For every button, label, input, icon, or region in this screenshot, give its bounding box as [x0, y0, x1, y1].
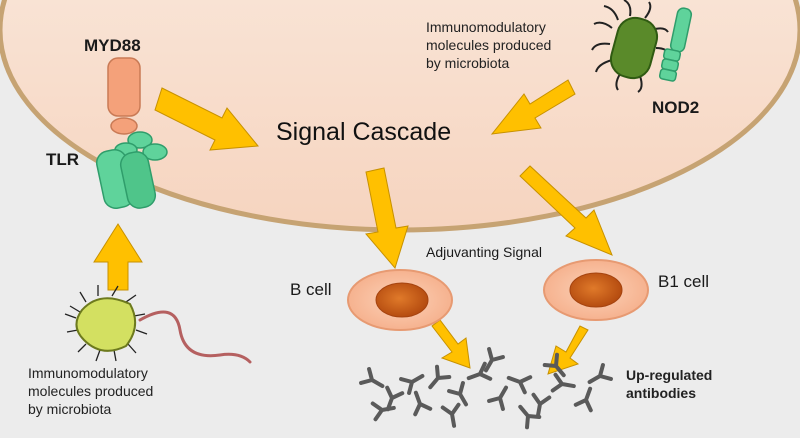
nod2-label: NOD2 — [652, 98, 700, 117]
b-cell-icon — [347, 269, 453, 331]
up-regulated-antibodies-label: Up-regulated antibodies — [626, 367, 713, 401]
b1-cell-icon — [543, 259, 649, 321]
b1-cell-label: B1 cell — [658, 272, 710, 291]
arrow-bacterium-to-tlr — [93, 223, 143, 291]
arrow-cascade-to-b-cell — [365, 167, 409, 270]
signal-cascade-label: Signal Cascade — [276, 118, 452, 146]
b-cell-label: B cell — [290, 280, 332, 299]
tlr-receptor — [95, 131, 168, 209]
arrow-microbiota-to-cascade — [490, 79, 576, 135]
immunomodulatory-bottom-label: Immunomodulatory molecules produced by m… — [28, 365, 154, 417]
immunomodulatory-top-label: Immunomodulatory molecules produced by m… — [426, 19, 552, 71]
myd88-protein — [107, 57, 141, 135]
microbiota-bacterium-icon — [64, 285, 252, 364]
arrow-b-cell-to-antibodies — [431, 319, 471, 369]
adjuvanting-signal-label: Adjuvanting Signal — [426, 244, 542, 260]
myd88-label: MYD88 — [84, 36, 141, 55]
nod2-receptor — [658, 7, 693, 82]
arrow-cascade-to-b1-cell — [519, 165, 613, 256]
tlr-label: TLR — [46, 150, 80, 169]
arrow-myd88-to-cascade — [154, 87, 259, 151]
nod2-bacterium-icon — [591, 0, 671, 93]
